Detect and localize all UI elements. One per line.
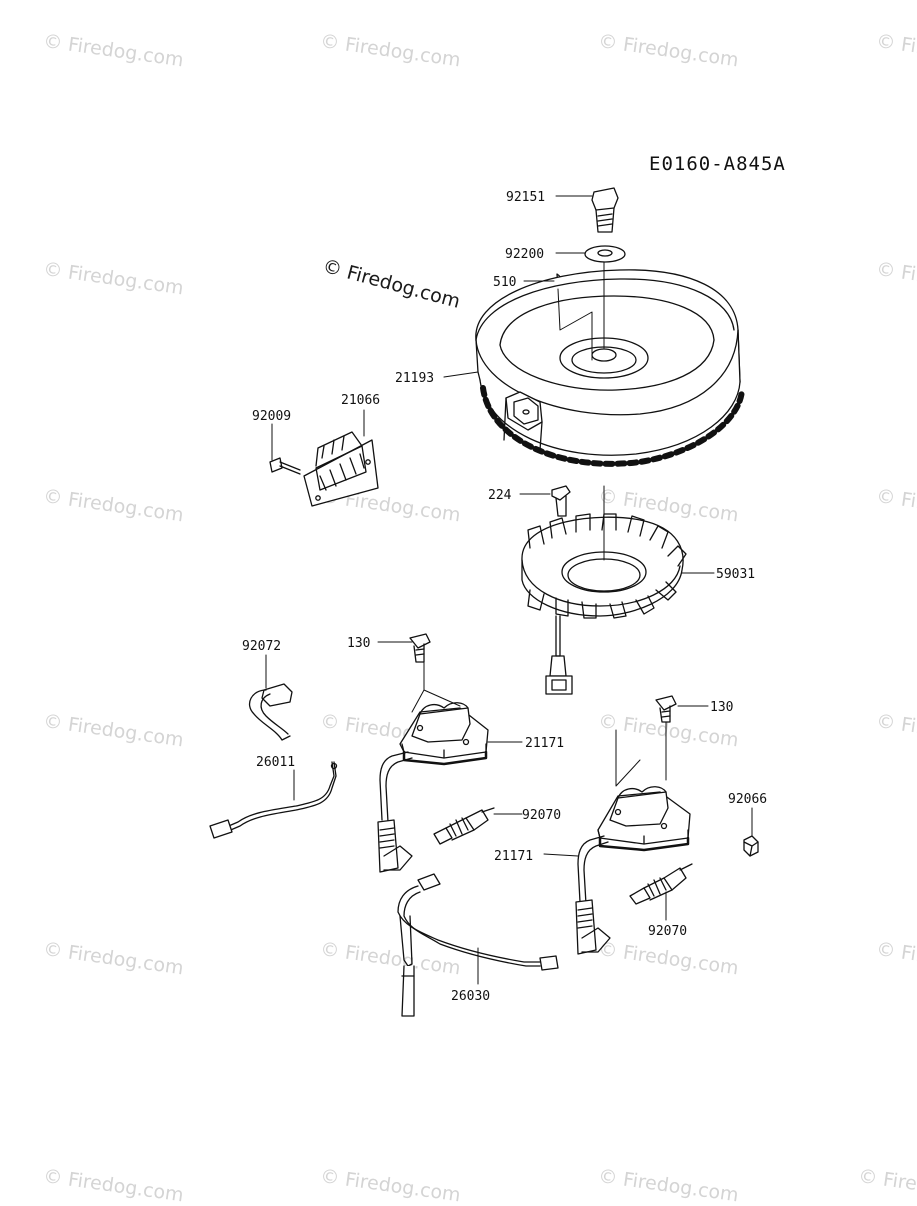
part-label: 92072 — [242, 639, 281, 654]
nut-92066[interactable] — [743, 835, 759, 857]
leader-lines — [265, 195, 753, 985]
screw-92009[interactable] — [269, 457, 301, 475]
terminal-92072[interactable] — [249, 683, 293, 741]
bolt-224[interactable] — [551, 485, 571, 517]
lead-26011[interactable] — [209, 761, 338, 839]
part-label: 21171 — [494, 849, 533, 864]
part-label: 224 — [488, 488, 512, 503]
ignition-coil-21171-left[interactable] — [377, 653, 489, 873]
part-label: 92070 — [648, 924, 687, 939]
spark-plug-92070-right[interactable] — [629, 863, 693, 905]
part-labels: 92151 92200 510 21193 21066 92009 224 59… — [242, 190, 767, 1004]
part-label: 59031 — [716, 567, 755, 582]
part-label: 26030 — [451, 989, 490, 1004]
ignition-coil-21171-right[interactable] — [575, 721, 691, 955]
washer-92200[interactable] — [584, 245, 626, 263]
part-label: 92066 — [728, 792, 767, 807]
part-label: 92009 — [252, 409, 291, 424]
bolt-92151[interactable] — [591, 187, 619, 233]
bolt-130-right[interactable] — [655, 695, 677, 723]
spark-plug-92070-left[interactable] — [433, 807, 495, 845]
part-label: 21171 — [525, 736, 564, 751]
bolt-130-left[interactable] — [409, 633, 431, 663]
flywheel-21193[interactable] — [475, 261, 745, 467]
diagram-code: E0160-A845A — [649, 153, 786, 175]
part-label: 130 — [710, 700, 733, 715]
part-label: 510 — [493, 275, 516, 290]
regulator-21066[interactable] — [303, 431, 379, 507]
part-label: 92151 — [506, 190, 545, 205]
part-label: 26011 — [256, 755, 295, 770]
part-label: 21066 — [341, 393, 380, 408]
stator-59031[interactable] — [521, 485, 687, 695]
part-label: 130 — [347, 636, 370, 651]
part-label: 92070 — [522, 808, 561, 823]
lead-26030[interactable] — [397, 873, 559, 1017]
part-label: 21193 — [395, 371, 434, 386]
part-label: 92200 — [505, 247, 544, 262]
